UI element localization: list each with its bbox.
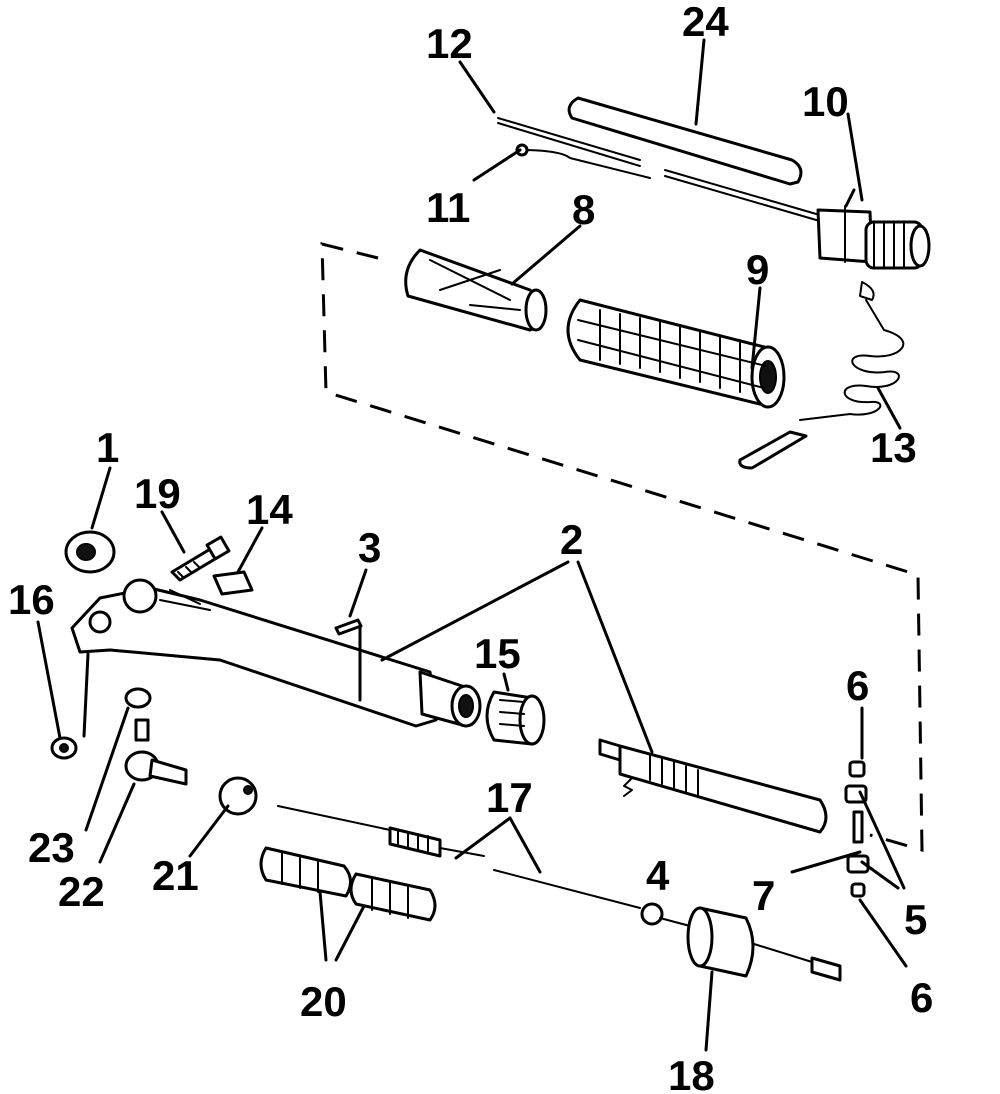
part-9-twist-grip [566, 298, 786, 409]
part-2-throttle-shaft [598, 738, 828, 834]
part-22-ball-joint [124, 718, 188, 786]
part-16-nut [50, 736, 78, 760]
part-17-cable-lower [493, 869, 691, 927]
part-2-tiller-arm [70, 578, 482, 728]
part-20-sleeve-right [349, 872, 437, 922]
callout-12: 12 [426, 20, 473, 67]
callout-20: 20 [300, 978, 347, 1025]
callout-1: 1 [96, 424, 119, 471]
part-10-kill-switch [816, 205, 931, 270]
dashed-group-outline [320, 242, 924, 853]
part-23-nut [124, 687, 152, 709]
part-5-lower-block [846, 854, 870, 874]
part-15-bushing [485, 690, 546, 746]
callout-13: 13 [870, 424, 917, 471]
callout-6a: 6 [846, 662, 869, 709]
callout-14: 14 [246, 486, 293, 533]
part-1-washer [64, 530, 116, 574]
callout-6b: 6 [910, 974, 933, 1021]
part-18-knob [686, 906, 842, 982]
part-24-tube [567, 96, 803, 186]
callout-15: 15 [474, 630, 521, 677]
part-7-stud [852, 810, 864, 844]
callout-21: 21 [152, 852, 199, 899]
part-17-cable-upper [277, 805, 485, 858]
leader-lines [36, 38, 908, 1052]
part-6-lower-cap [850, 882, 866, 898]
callout-18: 18 [668, 1052, 715, 1094]
callout-17: 17 [486, 774, 533, 821]
part-3-pin [334, 618, 363, 636]
part-5-upper-block [844, 784, 868, 804]
callout-22: 22 [58, 868, 105, 915]
callout-16: 16 [8, 576, 55, 623]
callout-19: 19 [134, 470, 181, 517]
part-8-cone [404, 248, 548, 332]
part-19-bolt [170, 535, 231, 582]
callout-10: 10 [802, 78, 849, 125]
part-20-sleeve-left [259, 846, 352, 898]
callout-3: 3 [358, 524, 381, 571]
part-13-lanyard [738, 281, 905, 470]
callout-23: 23 [28, 824, 75, 871]
part-11-clip [515, 143, 651, 179]
part-4-spring-clip [623, 777, 633, 797]
callout-5: 5 [904, 896, 927, 943]
callout-8: 8 [572, 186, 595, 233]
part-6-upper-cap [848, 760, 866, 778]
callout-11: 11 [426, 184, 470, 231]
part-12-wire [497, 117, 831, 225]
callout-2: 2 [560, 516, 583, 563]
callout-4: 4 [646, 852, 670, 899]
callout-7: 7 [752, 872, 775, 919]
part-14-plate [212, 570, 254, 596]
callout-24: 24 [682, 0, 729, 45]
callout-9: 9 [746, 246, 769, 293]
